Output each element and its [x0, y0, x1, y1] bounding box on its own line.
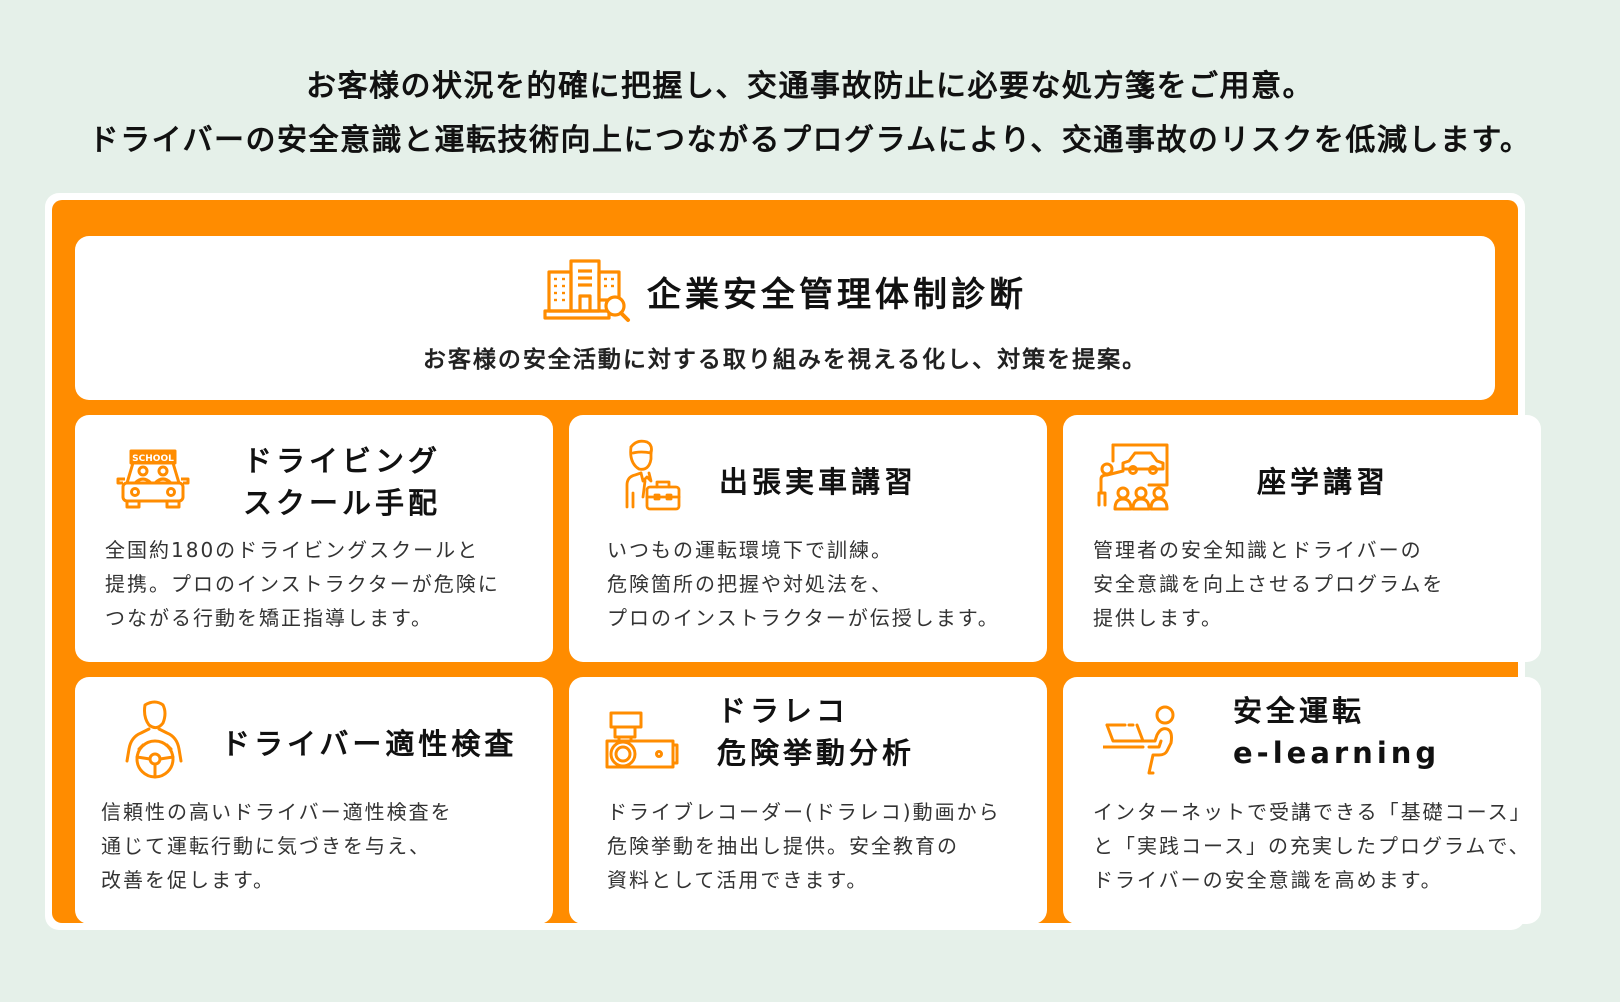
- building-search-icon: [543, 258, 631, 324]
- service-title: 座学講習: [1257, 437, 1389, 527]
- description-line: プロのインストラクターが伝授します。: [607, 606, 1000, 630]
- driver-steering-wheel-icon: [115, 699, 195, 779]
- svg-text:SCHOOL: SCHOOL: [132, 454, 174, 464]
- description-line: つながる行動を矯正指導します。: [105, 606, 433, 630]
- businessman-briefcase-icon: [607, 437, 687, 517]
- description-line: インターネットで受講できる「基礎コース」: [1093, 800, 1532, 824]
- description-line: 全国約180のドライビングスクールと: [105, 538, 480, 562]
- person-laptop-icon: [1103, 703, 1183, 783]
- description-line: 危険挙動を抽出し提供。安全教育の: [607, 834, 959, 858]
- service-title-line: 危険挙動分析: [717, 736, 916, 770]
- service-description: インターネットで受講できる「基礎コース」 と「実践コース」の充実したプログラムで…: [1093, 795, 1532, 897]
- description-line: 通じて運転行動に気づきを与え、: [101, 834, 431, 858]
- service-title: ドラレコ 危険挙動分析: [717, 687, 915, 777]
- intro-text: お客様の状況を的確に把握し、交通事故防止に必要な処方箋をご用意。 ドライバーの安…: [0, 60, 1620, 168]
- service-card-aptitude-test[interactable]: ドライバー適性検査 信頼性の高いドライバー適性検査を 通じて運転行動に気づきを与…: [75, 677, 553, 924]
- description-line: と「実践コース」の充実したプログラムで、: [1093, 834, 1531, 858]
- service-title-line: ドラレコ: [717, 694, 850, 728]
- description-line: 信頼性の高いドライバー適性検査を: [101, 800, 453, 824]
- service-title-line: 安全運転: [1233, 694, 1366, 728]
- service-description: 全国約180のドライビングスクールと 提携。プロのインストラクターが危険に つな…: [105, 533, 533, 635]
- description-line: いつもの運転環境下で訓練。: [607, 538, 893, 562]
- description-line: ドライブレコーダー(ドラレコ)動画から: [607, 800, 1001, 824]
- service-card-driving-school[interactable]: SCHOOL ドライビング スクール手配 全国約180のドライビングスクールと …: [75, 415, 553, 662]
- service-title: ドライバー適性検査: [221, 699, 517, 789]
- service-title: ドライビング スクール手配: [243, 437, 441, 527]
- service-title-line: ドライバー適性検査: [221, 727, 518, 761]
- featured-title: 企業安全管理体制診断: [647, 274, 1027, 315]
- intro-line-2: ドライバーの安全意識と運転技術向上につながるプログラムにより、交通事故のリスクを…: [88, 123, 1532, 158]
- school-car-icon: SCHOOL: [113, 437, 193, 517]
- service-title-line: e-learning: [1233, 736, 1441, 770]
- service-card-dashcam-analysis[interactable]: ドラレコ 危険挙動分析 ドライブレコーダー(ドラレコ)動画から 危険挙動を抽出し…: [569, 677, 1047, 924]
- service-title-line: スクール手配: [243, 486, 442, 520]
- service-description: 信頼性の高いドライバー適性検査を 通じて運転行動に気づきを与え、 改善を促します…: [101, 795, 533, 897]
- classroom-lecture-icon: [1093, 437, 1173, 517]
- description-line: 管理者の安全知識とドライバーの: [1093, 538, 1423, 562]
- dashcam-icon: [605, 705, 685, 785]
- featured-description: お客様の安全活動に対する取り組みを視える化し、対策を提案。: [422, 347, 1148, 373]
- service-title-line: 出張実車講習: [719, 465, 918, 499]
- featured-header: 企業安全管理体制診断: [75, 258, 1495, 324]
- description-line: 提供します。: [1093, 606, 1223, 630]
- service-card-classroom[interactable]: 座学講習 管理者の安全知識とドライバーの 安全意識を向上させるプログラムを 提供…: [1063, 415, 1541, 662]
- description-line: 安全意識を向上させるプログラムを: [1093, 572, 1445, 596]
- description-line: 改善を促します。: [101, 868, 275, 892]
- intro-line-1: お客様の状況を的確に把握し、交通事故防止に必要な処方箋をご用意。: [306, 69, 1314, 104]
- description-line: 危険箇所の把握や対処法を、: [607, 572, 893, 596]
- featured-service-card[interactable]: 企業安全管理体制診断 お客様の安全活動に対する取り組みを視える化し、対策を提案。: [75, 236, 1495, 400]
- service-card-e-learning[interactable]: 安全運転 e-learning インターネットで受講できる「基礎コース」 と「実…: [1063, 677, 1541, 924]
- service-description: いつもの運転環境下で訓練。 危険箇所の把握や対処法を、 プロのインストラクターが…: [607, 533, 1027, 635]
- service-title: 安全運転 e-learning: [1233, 687, 1440, 777]
- service-card-onsite-training[interactable]: 出張実車講習 いつもの運転環境下で訓練。 危険箇所の把握や対処法を、 プロのイン…: [569, 415, 1047, 662]
- description-line: 資料として活用できます。: [607, 868, 869, 892]
- service-title: 出張実車講習: [719, 437, 917, 527]
- service-description: 管理者の安全知識とドライバーの 安全意識を向上させるプログラムを 提供します。: [1093, 533, 1521, 635]
- service-title-line: 座学講習: [1257, 465, 1390, 499]
- service-title-line: ドライビング: [243, 444, 442, 478]
- description-line: ドライバーの安全意識を高めます。: [1093, 868, 1443, 892]
- service-description: ドライブレコーダー(ドラレコ)動画から 危険挙動を抽出し提供。安全教育の 資料と…: [607, 795, 1027, 897]
- description-line: 提携。プロのインストラクターが危険に: [105, 572, 500, 596]
